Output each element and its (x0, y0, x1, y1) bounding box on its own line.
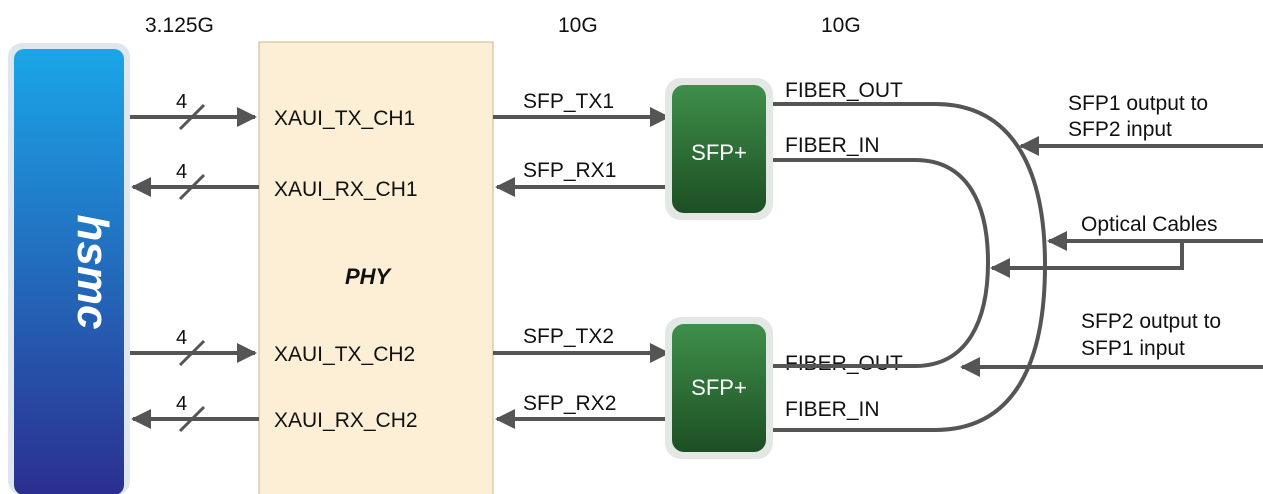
sfp-module-1: SFP+ (665, 78, 773, 220)
link-sfp-rx1-label: SFP_RX1 (523, 159, 616, 182)
annotation-optical-cables: Optical Cables (1081, 213, 1218, 236)
bus-tx-ch1: 4 (130, 91, 257, 131)
annotation-arrow-optical-cables-inner (990, 241, 1184, 278)
fiber-in-label-1: FIBER_IN (785, 134, 880, 157)
fiber-out-label-2: FIBER_OUT (785, 352, 903, 375)
sfp-module-2: SFP+ (665, 317, 773, 459)
bus-width-label: 4 (176, 161, 187, 183)
phy-rx-ch2-label: XAUI_RX_CH2 (274, 409, 418, 432)
bus-rx-ch2: 4 (131, 393, 259, 433)
phy-title: PHY (345, 264, 393, 289)
link-sfp-tx1: SFP_TX1 (493, 90, 670, 127)
speed-label-hsmc: 3.125G (145, 14, 214, 37)
speed-label-sfp-link: 10G (558, 14, 598, 37)
optical-cable-inner (773, 158, 991, 368)
link-sfp-rx2-label: SFP_RX2 (523, 392, 616, 415)
link-sfp-rx2: SFP_RX2 (495, 392, 670, 429)
sfp-module-2-label: SFP+ (691, 375, 747, 400)
speed-label-fiber: 10G (821, 14, 861, 37)
phy-block: XAUI_TX_CH1 XAUI_RX_CH1 PHY XAUI_TX_CH2 … (258, 41, 494, 494)
hsmc-logo: hsmc (68, 215, 117, 330)
fiber-out-label-1: FIBER_OUT (785, 79, 903, 102)
phy-tx-ch1-label: XAUI_TX_CH1 (274, 107, 415, 130)
optical-cable-outer (773, 102, 1048, 432)
annotation-sfp1-to-sfp2-line1: SFP1 output to (1068, 92, 1208, 115)
phy-rx-ch1-label: XAUI_RX_CH1 (274, 178, 418, 201)
link-sfp-tx2: SFP_TX2 (493, 325, 670, 363)
bus-rx-ch1: 4 (131, 161, 259, 201)
bus-width-label: 4 (176, 393, 187, 415)
bus-width-label: 4 (176, 91, 187, 113)
link-sfp-tx2-label: SFP_TX2 (523, 325, 614, 348)
link-sfp-rx1: SFP_RX1 (495, 159, 670, 197)
link-sfp-tx1-label: SFP_TX1 (523, 90, 614, 113)
phy-tx-ch2-label: XAUI_TX_CH2 (274, 343, 415, 366)
hsmc-connector: hsmc (8, 43, 130, 494)
bus-width-label: 4 (176, 327, 187, 349)
annotation-sfp2-to-sfp1-line1: SFP2 output to (1081, 310, 1221, 333)
annotation-sfp1-to-sfp2-line2: SFP2 input (1068, 118, 1172, 141)
fiber-in-label-2: FIBER_IN (785, 398, 880, 421)
sfp-module-1-label: SFP+ (691, 140, 747, 165)
bus-tx-ch2: 4 (130, 327, 257, 367)
annotation-sfp2-to-sfp1-line2: SFP1 input (1081, 337, 1185, 360)
